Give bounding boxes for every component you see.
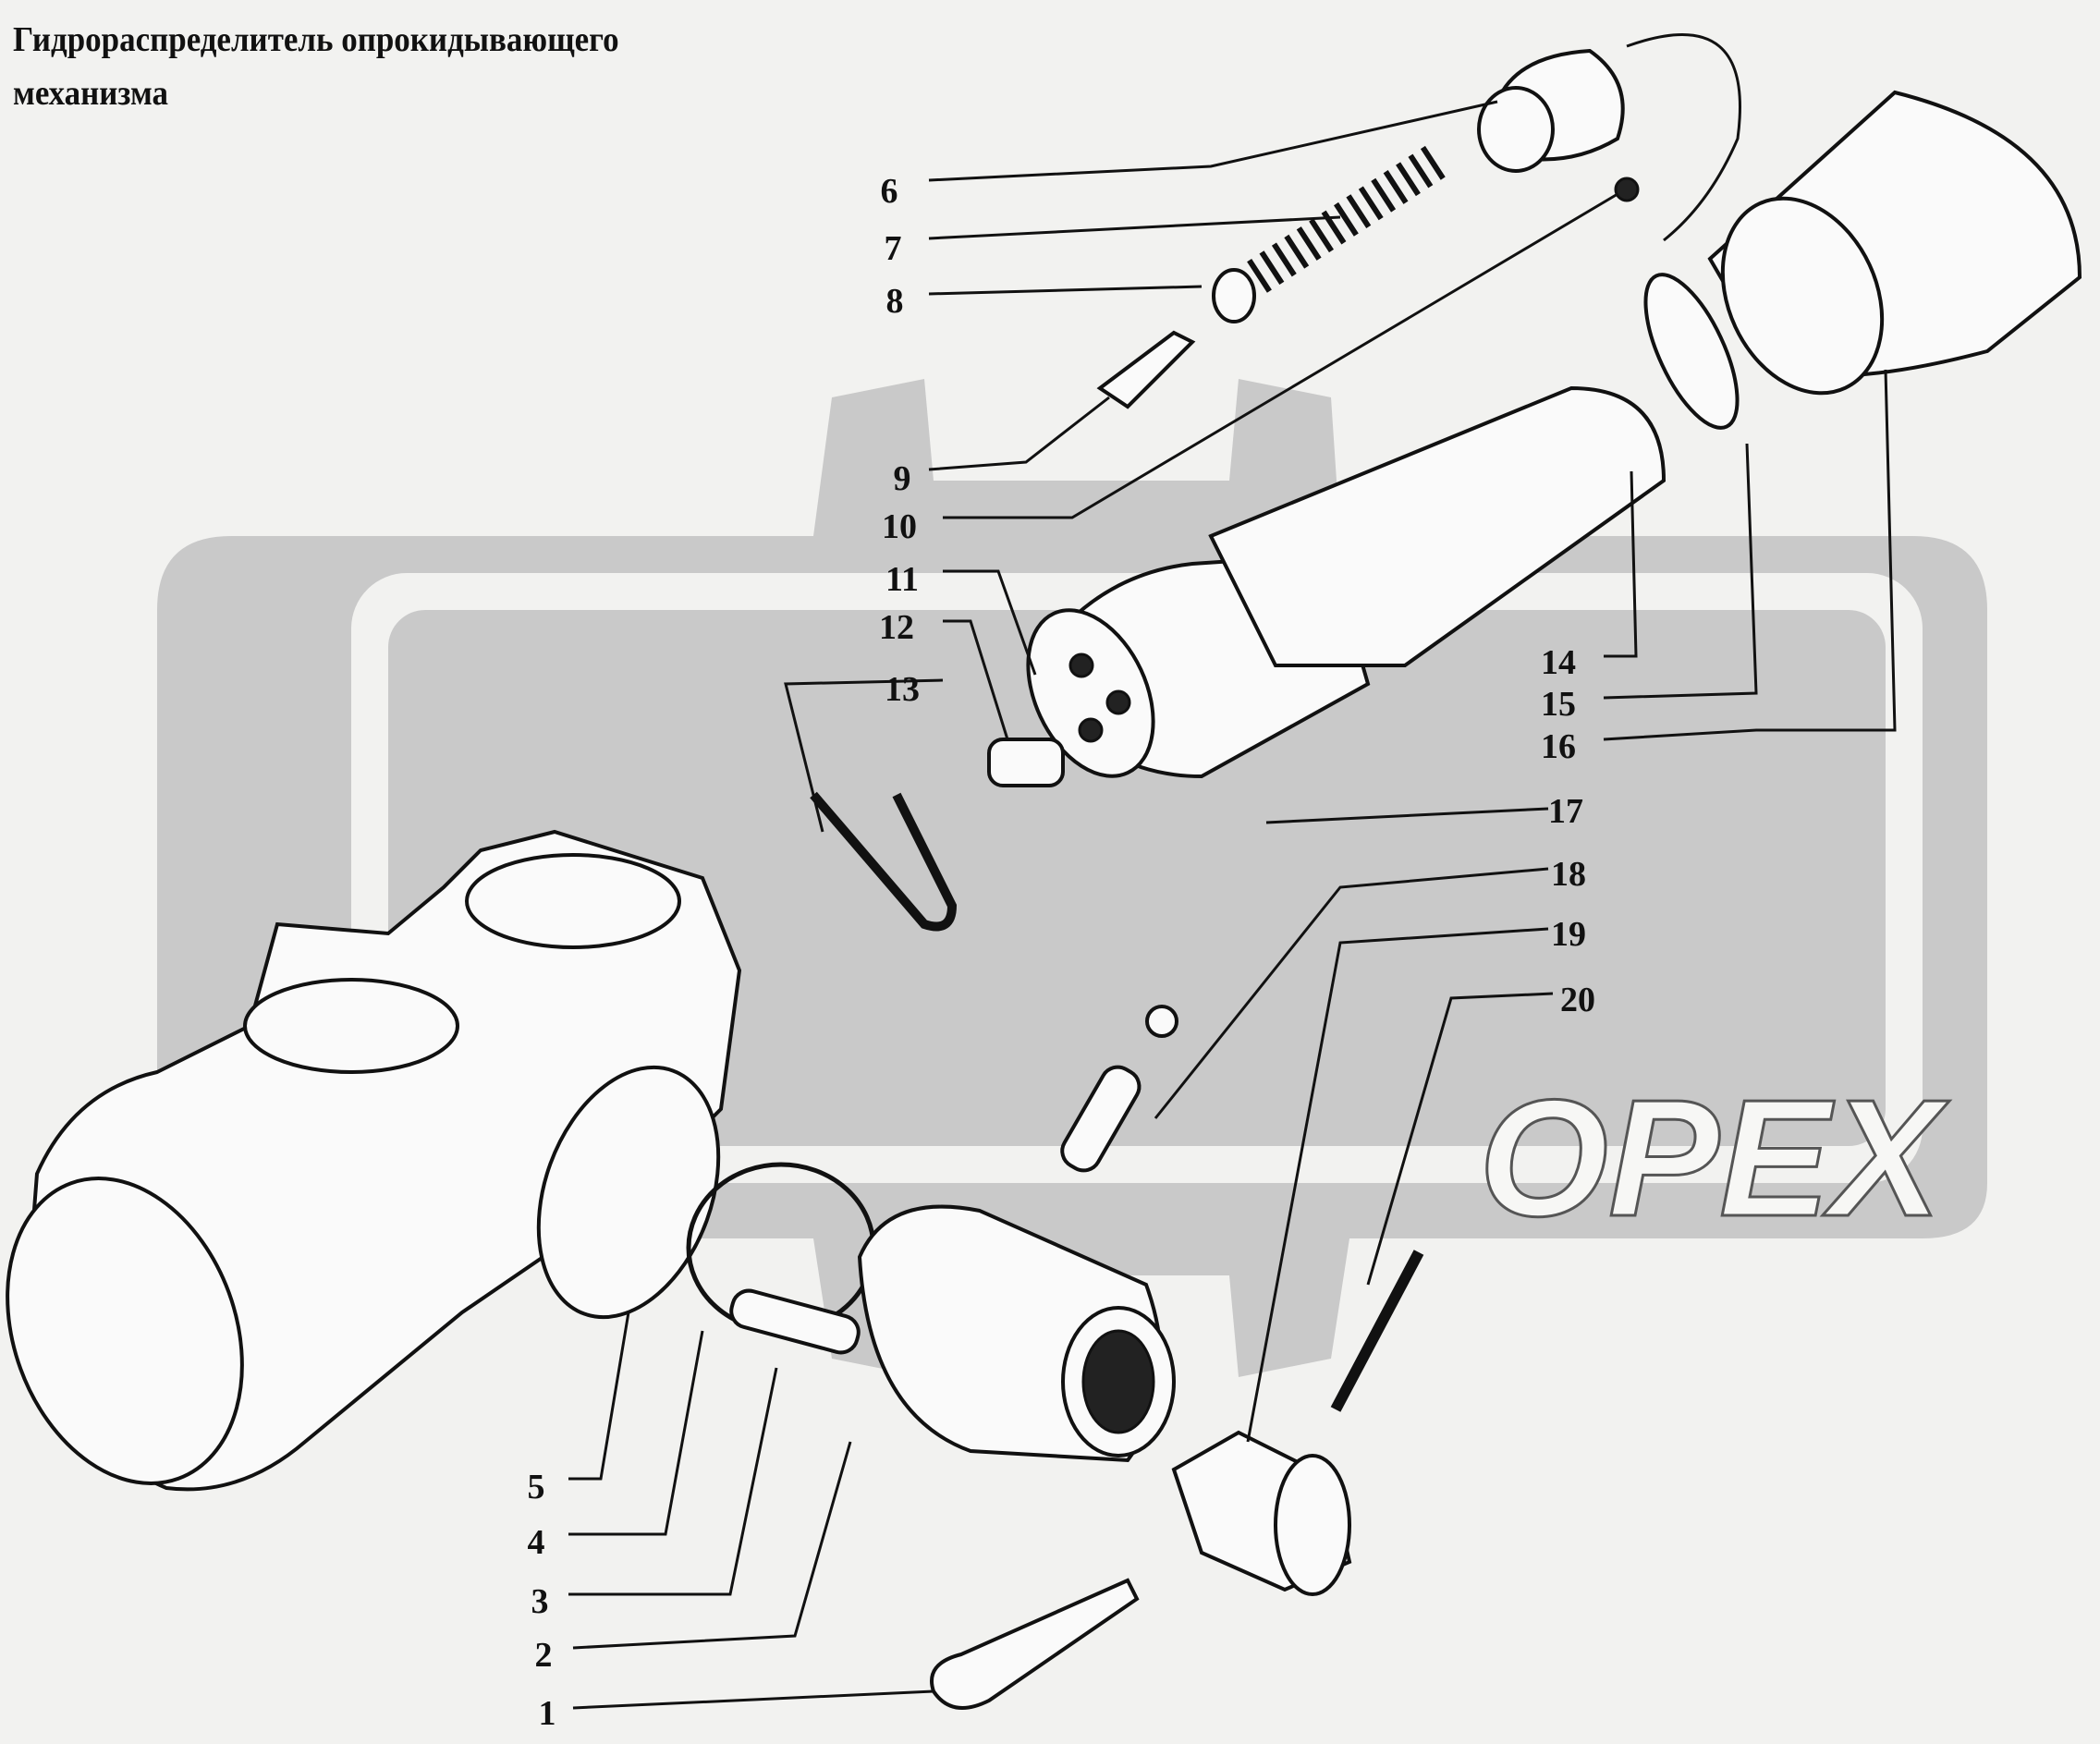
- callout-7: 7: [885, 229, 902, 268]
- callout-16: 16: [1541, 727, 1576, 766]
- callout-14: 14: [1541, 643, 1576, 682]
- callout-18: 18: [1551, 855, 1586, 894]
- lever-1: [930, 1578, 1140, 1710]
- callout-10: 10: [882, 507, 917, 546]
- callout-15: 15: [1541, 685, 1576, 724]
- callout-8: 8: [886, 282, 904, 321]
- leader-lines: [568, 33, 1897, 1710]
- spring-7: [1247, 141, 1452, 293]
- callout-2: 2: [535, 1636, 553, 1675]
- diagram-title: Гидрораспределитель опрокидывающего меха…: [13, 13, 619, 120]
- valve-needle-9: [1096, 330, 1196, 409]
- ball-10: [1614, 177, 1640, 202]
- callout-4: 4: [528, 1523, 545, 1562]
- pin-20: [1330, 1250, 1424, 1412]
- plug-19: [1171, 1430, 1352, 1596]
- watermark-text: ОРЕХ: [1479, 1066, 1950, 1251]
- callout-6: 6: [881, 172, 898, 211]
- callout-17: 17: [1548, 792, 1583, 831]
- ball-17: [1145, 1005, 1178, 1038]
- callout-9: 9: [894, 459, 911, 498]
- valve-housing: [6, 829, 742, 1492]
- callout-11: 11: [885, 560, 919, 599]
- callout-1: 1: [539, 1694, 556, 1733]
- callout-13: 13: [885, 670, 920, 709]
- title-line-1: Гидрораспределитель опрокидывающего: [13, 20, 619, 59]
- spool-assembly: [987, 385, 1667, 787]
- callout-5: 5: [528, 1468, 545, 1506]
- sleeve-2: [857, 1204, 1176, 1463]
- spring-clip-13: [810, 791, 958, 932]
- pin-18: [1060, 1065, 1142, 1173]
- cap-6: [1477, 48, 1625, 173]
- callout-labels: 5 4 3 2 1 6 7 8 9 10 11 12 13 14 15 16 1…: [528, 172, 1596, 1733]
- watermark-logo: [157, 379, 1987, 1377]
- callout-12: 12: [879, 608, 914, 647]
- washer-8: [1212, 268, 1256, 323]
- title-line-2: механизма: [13, 74, 169, 113]
- callout-3: 3: [531, 1582, 549, 1621]
- nut-16: [1643, 90, 2082, 430]
- callout-20: 20: [1560, 981, 1595, 1019]
- callout-19: 19: [1551, 915, 1586, 954]
- pin-3: [729, 1288, 861, 1355]
